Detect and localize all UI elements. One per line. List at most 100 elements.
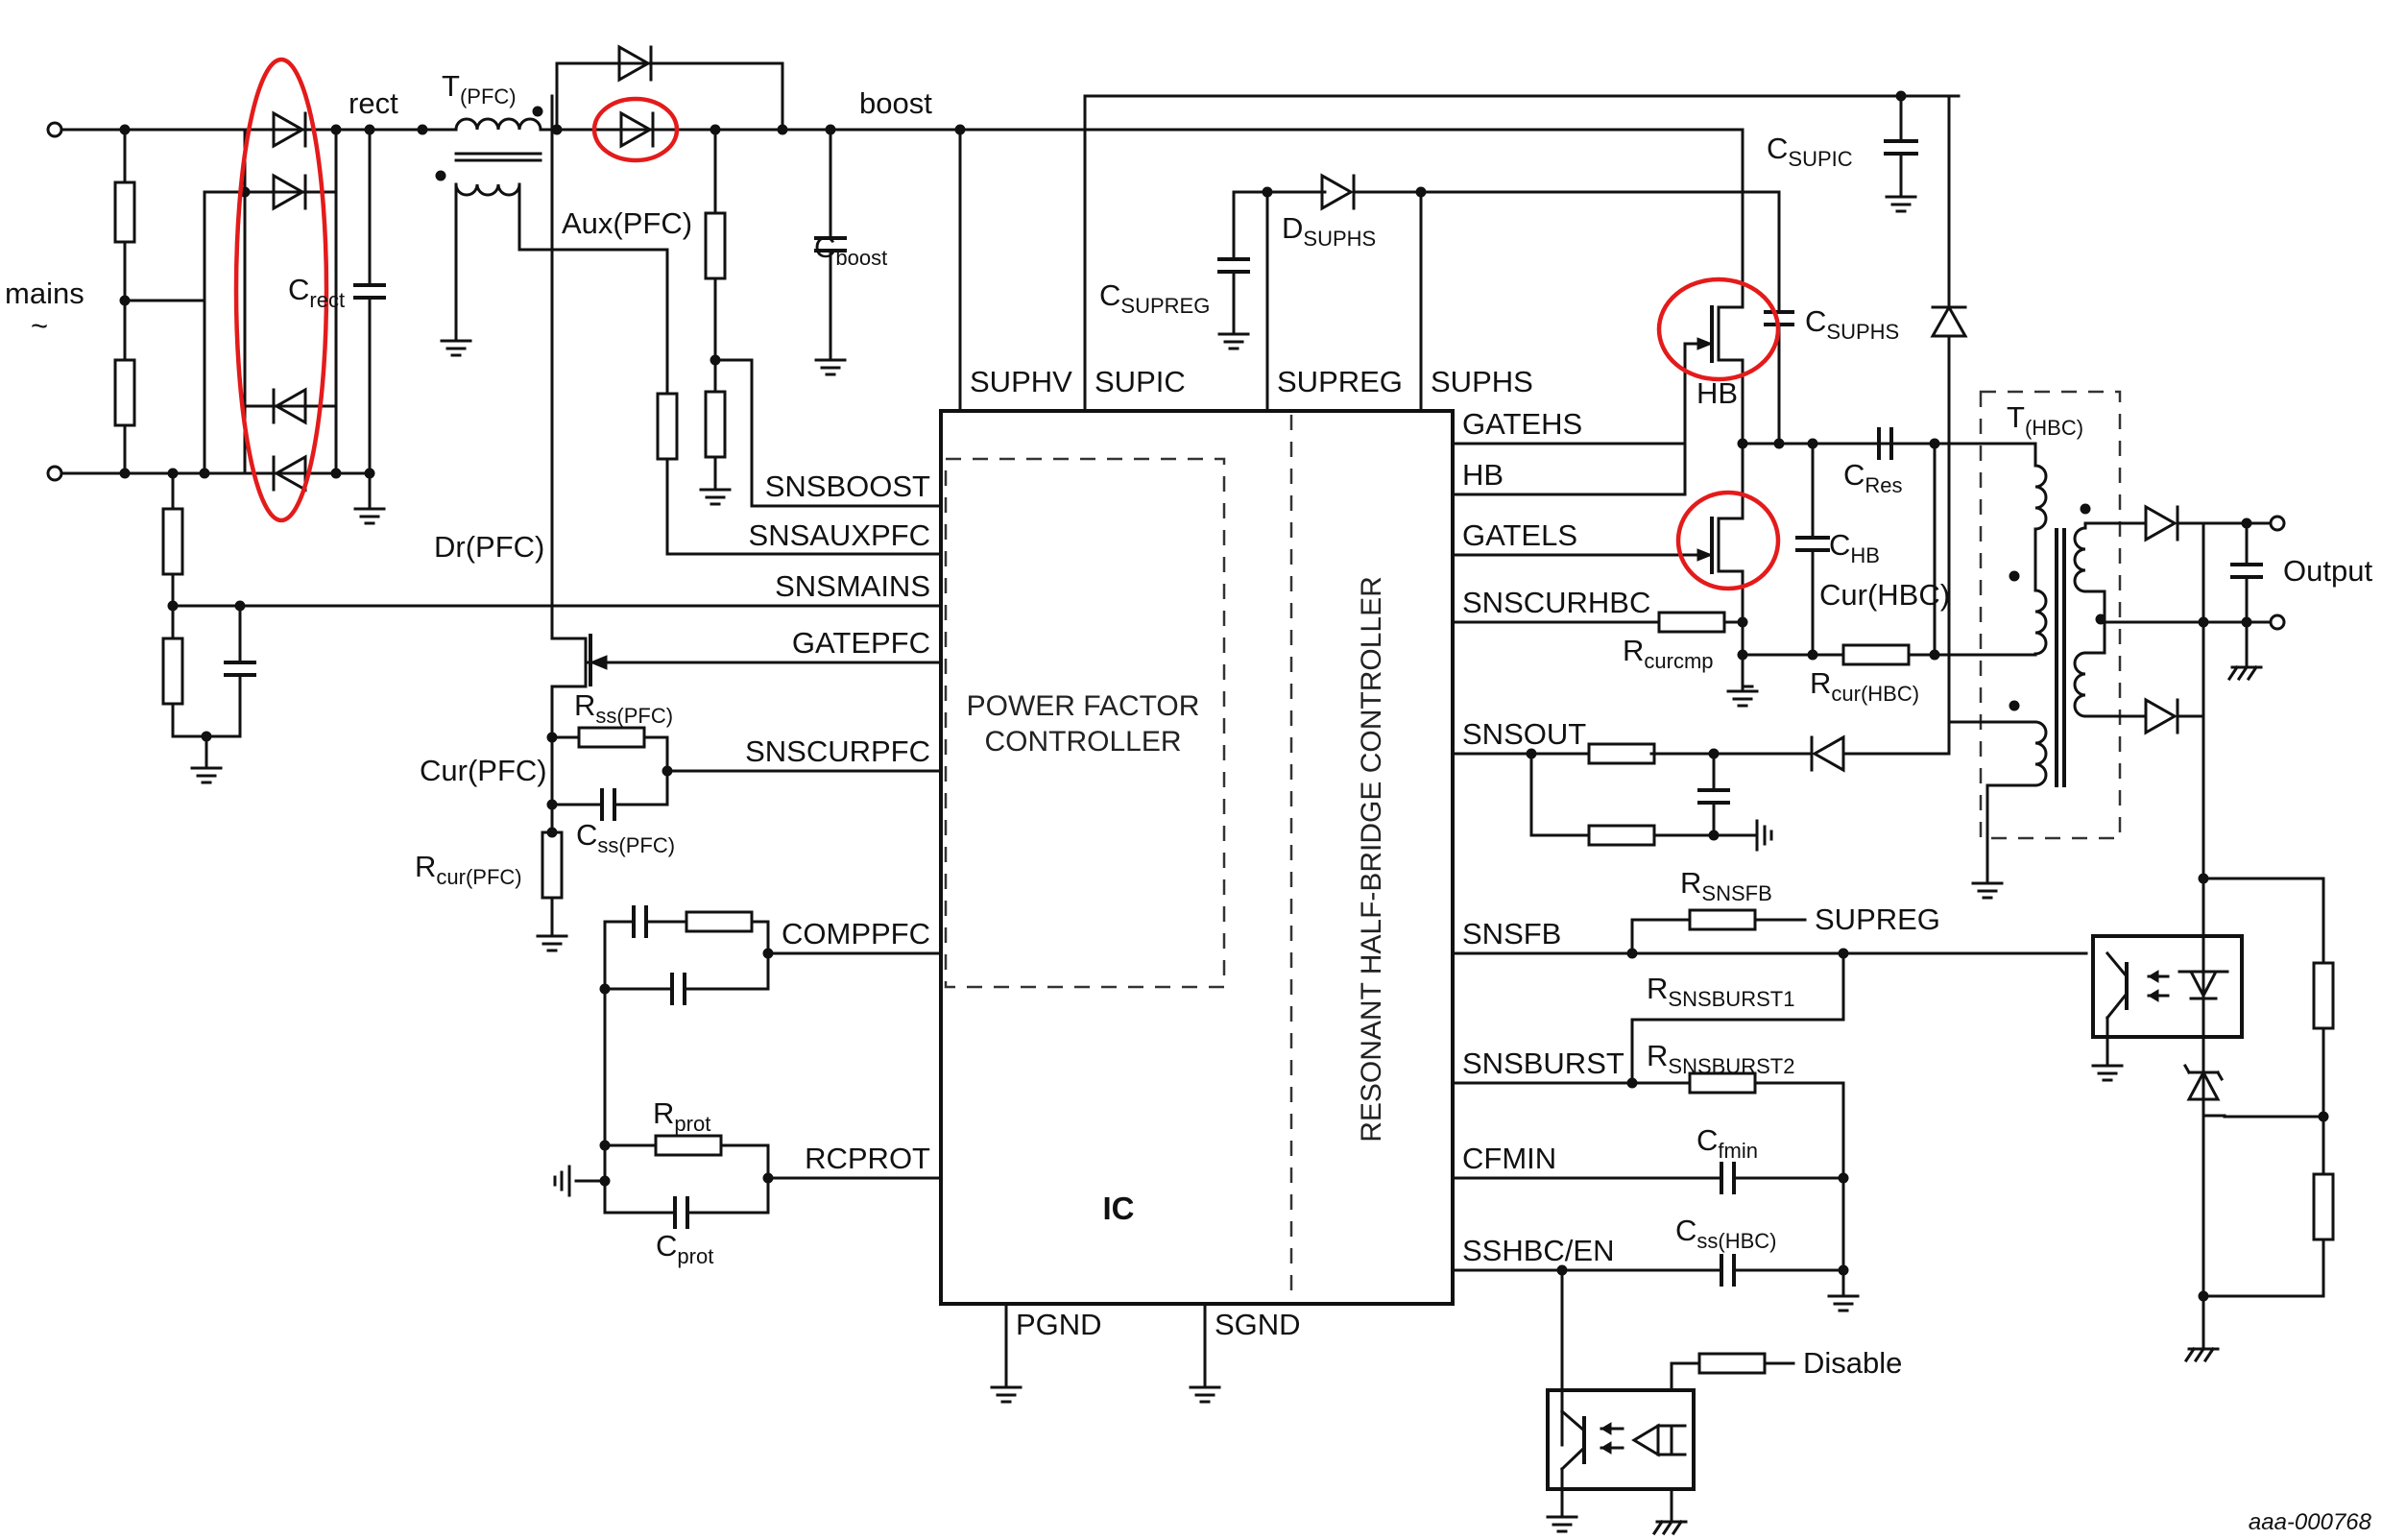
r-ss-pfc-label: Rss(PFC) <box>574 688 673 728</box>
bridge-highlight-ellipse <box>233 57 329 523</box>
c-rect: Crect <box>288 124 424 525</box>
pin-snsauxpfc: SNSAUXPFC <box>749 518 930 552</box>
c-boost: Cboost <box>814 128 887 376</box>
disable-opto-body <box>1546 1388 1696 1491</box>
c-suphs-label: CSUPHS <box>1805 304 1899 344</box>
cur-pfc-label: Cur(PFC) <box>420 754 547 787</box>
t-pfc-label: T(PFC) <box>442 69 517 108</box>
boost-diode <box>551 110 655 149</box>
c-rect-label: Crect <box>288 273 345 312</box>
supreg-ref-label: SUPREG <box>1815 902 1940 936</box>
boost-divider-resistor-2 <box>704 390 727 459</box>
disable-label: Disable <box>1803 1346 1902 1380</box>
r-snsburst2-label: RSNSBURST2 <box>1647 1039 1794 1078</box>
c-prot-label: Cprot <box>656 1229 713 1268</box>
c-supic-label: CSUPIC <box>1767 132 1853 171</box>
bridge-diode-1 <box>272 110 306 149</box>
output-terminal-bottom <box>2269 614 2286 631</box>
disable-resistor <box>1697 1352 1767 1375</box>
secondary-divider-resistor-1 <box>2312 961 2335 1030</box>
c-hb-label: CHB <box>1829 528 1880 567</box>
boost-node-label: boost <box>859 86 932 120</box>
r-cur-pfc-label: Rcur(PFC) <box>415 850 522 889</box>
bypass-diode <box>555 44 784 132</box>
pfc-current-sense: Rss(PFC) Css(PFC) Rcur(PFC) <box>415 685 943 952</box>
dr-pfc-label: Dr(PFC) <box>434 530 544 564</box>
r-snsburst1-label: RSNSBURST1 <box>1647 972 1794 1011</box>
c-supreg-label: CSUPREG <box>1099 278 1210 318</box>
mains-terminal-bottom <box>46 465 63 482</box>
r-snsfb <box>1688 908 1757 931</box>
hb-node-label: HB <box>1696 376 1738 410</box>
hbc-block-title: RESONANT HALF-BRIDGE CONTROLLER <box>1356 576 1387 1143</box>
pin-snsfb: SNSFB <box>1462 917 1561 950</box>
comppfc-resistor <box>685 910 754 933</box>
c-boost-label: Cboost <box>814 230 887 270</box>
pin-snsmains: SNSMAINS <box>775 569 930 603</box>
feedback-opto-body <box>2091 934 2244 1039</box>
c-ss-pfc-label: Css(PFC) <box>576 818 675 857</box>
pin-sgnd: SGND <box>1215 1308 1301 1341</box>
output-diode-2 <box>2144 697 2178 735</box>
pin-pgnd: PGND <box>1016 1308 1102 1341</box>
d-suphs-diode <box>1320 173 1355 211</box>
t-pfc-inductor: T(PFC) <box>417 69 712 357</box>
boost-divider-resistor-1 <box>704 211 727 280</box>
pin-suphv: SUPHV <box>970 365 1072 398</box>
d-suphs-label: DSUPHS <box>1282 211 1376 251</box>
ic-ground-pins <box>990 1302 1221 1404</box>
snsmains-resistor-1 <box>161 507 184 576</box>
pin-snsboost: SNSBOOST <box>765 469 930 503</box>
aux-supply-diode <box>1649 94 1968 773</box>
bridge-diode-4 <box>273 454 307 493</box>
supply-pins-wiring: CSUPIC CSUPREG DSUPHS <box>958 90 1961 413</box>
pin-labels: SUPHV SUPIC SUPREG SUPHS SNSBOOST SNSAUX… <box>745 365 1650 1341</box>
pfc-block-title-line2: CONTROLLER <box>984 726 1181 758</box>
pin-gatehs: GATEHS <box>1462 407 1582 441</box>
r-curcmp <box>1657 611 1726 634</box>
pin-gatels: GATELS <box>1462 518 1577 552</box>
resonant-network: CHB CRes Rcur(HBC) Rcurcmp <box>1451 427 2037 708</box>
pin-comppfc: COMPPFC <box>782 917 930 950</box>
snsout-network <box>1451 742 1773 852</box>
r-cur-pfc <box>541 830 564 900</box>
bridge-diode-3 <box>273 387 307 425</box>
boost-divider <box>699 128 943 508</box>
disable-optocoupler: Disable <box>1546 1346 1902 1536</box>
t-hbc-outline <box>1979 390 2122 840</box>
snsmains-divider <box>161 468 943 784</box>
mains-tilde: ~ <box>31 309 48 343</box>
snsout-resistor-1 <box>1587 742 1656 765</box>
pin-sshbc-en: SSHBC/EN <box>1462 1234 1614 1267</box>
aux-pfc-label: Aux(PFC) <box>562 206 692 240</box>
r-prot-label: Rprot <box>653 1096 710 1136</box>
pfc-mosfet <box>550 94 943 688</box>
pin-cfmin: CFMIN <box>1462 1142 1556 1175</box>
c-res-label: CRes <box>1843 458 1903 497</box>
feedback-optocoupler <box>2091 873 2335 1363</box>
t-hbc-label: T(HBC) <box>2007 400 2083 440</box>
ic-body <box>939 409 1455 1306</box>
r-snsfb-label: RSNSFB <box>1680 866 1772 905</box>
mains-divider-resistor-2 <box>113 358 136 427</box>
output-terminal-top <box>2269 515 2286 532</box>
mains-terminal-top <box>46 121 63 138</box>
pin-snscurhbc: SNSCURHBC <box>1462 586 1650 619</box>
r-cur-hbc <box>1841 643 1911 666</box>
c-fmin-label: Cfmin <box>1696 1123 1758 1163</box>
r-prot <box>654 1134 723 1157</box>
mains-divider-resistor-1 <box>113 180 136 244</box>
c-ss-hbc-label: Css(HBC) <box>1675 1214 1777 1253</box>
secondary-divider-resistor-2 <box>2312 1172 2335 1241</box>
half-bridge-switches: CSUPHS HB <box>1451 128 1937 688</box>
cfmin-sshbc-network: Cfmin Css(HBC) <box>1451 1123 1860 1447</box>
r-curcmp-label: Rcurcmp <box>1623 634 1714 673</box>
comppfc-network <box>599 905 943 1183</box>
mains-label: mains <box>5 277 84 310</box>
snsmains-resistor-2 <box>161 637 184 706</box>
pin-supreg: SUPREG <box>1277 365 1403 398</box>
r-ss-pfc <box>577 726 646 749</box>
pin-snsout: SNSOUT <box>1462 717 1586 751</box>
